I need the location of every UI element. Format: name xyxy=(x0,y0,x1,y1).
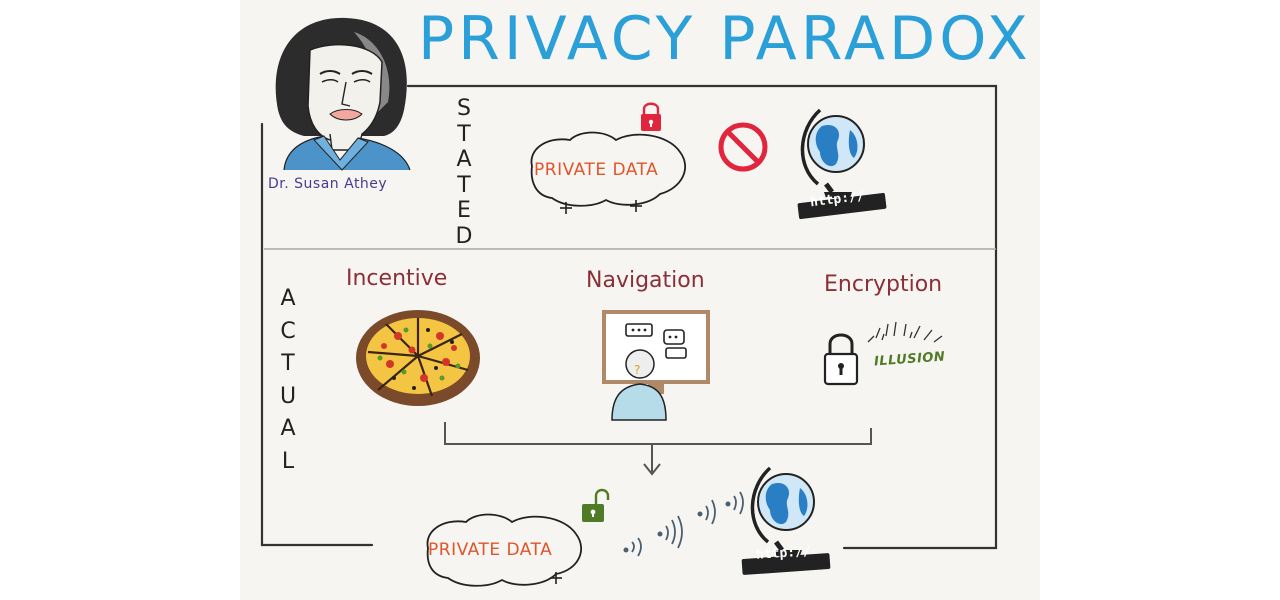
prohibited-icon xyxy=(718,122,768,172)
padlock-closed-icon xyxy=(641,102,661,131)
page-title: PRIVACY PARADOX xyxy=(418,4,1032,74)
frame-lines xyxy=(260,84,998,550)
computer-user-icon: ? xyxy=(602,310,710,421)
presenter-caption: Dr. Susan Athey xyxy=(268,176,388,192)
actual-letter: A xyxy=(280,286,296,311)
stated-letter: D xyxy=(455,223,473,249)
stated-data-bubble xyxy=(530,131,686,214)
stated-private-data-text: PRIVATE DATA xyxy=(534,160,659,180)
sparkle-icon xyxy=(867,321,943,343)
stated-letter: A xyxy=(456,147,472,172)
stated-letter: T xyxy=(457,121,471,147)
sketchnote-canvas: PRIVACY PARADOX Dr. Susan Athey S T A T … xyxy=(240,0,1040,600)
globe-icon xyxy=(741,466,831,575)
svg-text:?: ? xyxy=(634,363,640,377)
actual-letter: C xyxy=(280,318,296,344)
actual-letter: A xyxy=(280,416,296,441)
encryption-label: Encryption xyxy=(824,272,943,297)
stated-letter: S xyxy=(457,96,471,121)
padlock-icon xyxy=(823,333,859,386)
wireless-signal-icon xyxy=(623,491,744,557)
actual-letter: U xyxy=(279,383,297,409)
actual-private-data-text: PRIVATE DATA xyxy=(428,540,553,560)
actual-letter: T xyxy=(281,351,295,376)
stated-letter: T xyxy=(457,172,471,198)
incentive-label: Incentive xyxy=(346,266,448,291)
stated-letter: E xyxy=(457,198,471,223)
navigation-label: Navigation xyxy=(586,268,705,293)
globe-icon xyxy=(797,108,887,220)
stated-label: S T A T E D xyxy=(454,96,474,249)
presenter-portrait xyxy=(275,17,411,171)
pizza-icon xyxy=(356,310,480,406)
padlock-open-icon xyxy=(582,488,610,522)
actual-letter: L xyxy=(281,448,295,474)
actual-data-bubble xyxy=(426,513,582,587)
actual-label: A C T U A L xyxy=(278,283,298,478)
